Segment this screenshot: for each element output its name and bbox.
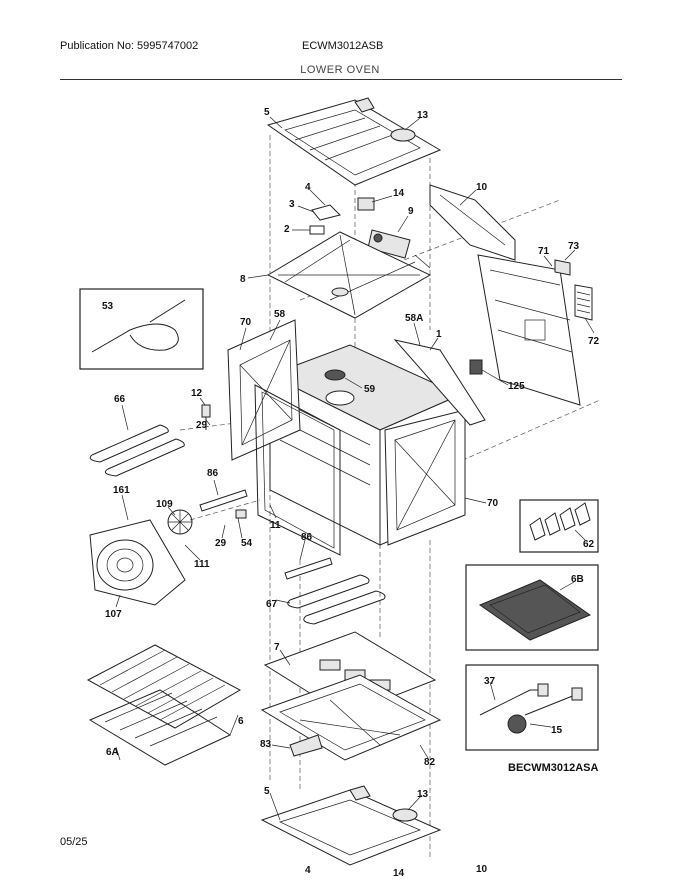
part-top-panel-repeat (260, 785, 442, 866)
callout-125: 125 (508, 381, 525, 392)
callout-70-right: 70 (487, 498, 499, 509)
inset-filter-box (465, 564, 599, 651)
part-bottom-tray (260, 631, 442, 761)
callout-70: 70 (240, 317, 252, 328)
callout-29-upper: 29 (196, 420, 208, 431)
callout-58: 58 (274, 309, 286, 320)
header-rule (60, 79, 622, 80)
callout-14-repeat: 14 (393, 868, 405, 879)
part-sensor-small (201, 404, 211, 430)
callout-2: 2 (284, 224, 290, 235)
callout-72: 72 (588, 336, 600, 347)
part-temperature-sensor (199, 489, 333, 580)
callout-12: 12 (191, 388, 203, 399)
part-inner-top (266, 231, 432, 319)
callout-14: 14 (393, 188, 405, 199)
callout-62: 62 (583, 539, 595, 550)
part-convection-housing (89, 519, 186, 606)
callout-53: 53 (102, 301, 114, 312)
callout-161: 161 (113, 485, 130, 496)
part-front-frame (254, 384, 341, 556)
inset-probe-box (79, 288, 204, 370)
callout-109: 109 (156, 499, 173, 510)
callout-labels: 5 13 4 14 10 3 9 2 71 73 8 53 58 70 58A … (102, 107, 600, 879)
callout-10-repeat: 10 (476, 864, 488, 875)
part-convection-fan-blade (167, 509, 247, 535)
publication-number: Publication No: 5995747002 (60, 40, 199, 52)
part-bake-element (287, 574, 386, 625)
part-rear-panel (477, 254, 593, 406)
callout-11: 11 (270, 520, 281, 531)
inset-light-assembly-box (465, 664, 599, 751)
callout-107: 107 (105, 609, 122, 620)
callout-5-repeat: 5 (264, 786, 270, 797)
callout-66: 66 (114, 394, 126, 405)
callout-15: 15 (551, 725, 563, 736)
callout-6A: 6A (106, 747, 119, 758)
callout-111: 111 (194, 559, 210, 570)
part-right-bracket (393, 339, 486, 426)
part-fan-motor-group (309, 197, 431, 269)
model-number: ECWM3012ASB (302, 40, 384, 52)
callout-29-lower: 29 (215, 538, 227, 549)
part-broil-element (89, 424, 185, 477)
callout-58A: 58A (405, 313, 423, 324)
part-top-panel (266, 97, 442, 186)
callout-37: 37 (484, 676, 496, 687)
callout-82: 82 (424, 757, 436, 768)
part-side-panel-right (384, 409, 466, 546)
callout-6B: 6B (571, 574, 584, 585)
callout-86-lower: 86 (301, 532, 313, 543)
callout-67: 67 (266, 599, 278, 610)
part-oven-rack (86, 644, 242, 766)
callout-leaders (115, 116, 595, 821)
callout-13: 13 (417, 110, 429, 121)
callout-54: 54 (241, 538, 253, 549)
reference-code: BECWM3012ASA (508, 762, 599, 774)
callout-71: 71 (538, 246, 550, 257)
footer-date: 05/25 (60, 836, 88, 848)
part-wrapper-panel (429, 184, 516, 261)
callout-4-repeat: 4 (305, 865, 311, 876)
callout-83: 83 (260, 739, 272, 750)
callout-10: 10 (476, 182, 488, 193)
callout-1: 1 (436, 329, 442, 340)
callout-3: 3 (289, 199, 295, 210)
callout-5: 5 (264, 107, 270, 118)
callout-73: 73 (568, 241, 580, 252)
callout-6: 6 (238, 716, 244, 727)
inset-clips-box (519, 499, 599, 553)
section-title: LOWER OVEN (300, 64, 380, 76)
callout-86-upper: 86 (207, 468, 219, 479)
callout-9: 9 (408, 206, 414, 217)
callout-7: 7 (274, 642, 280, 653)
callout-59: 59 (364, 384, 376, 395)
callout-8: 8 (240, 274, 246, 285)
callout-13-repeat: 13 (417, 789, 429, 800)
callout-4: 4 (305, 182, 311, 193)
